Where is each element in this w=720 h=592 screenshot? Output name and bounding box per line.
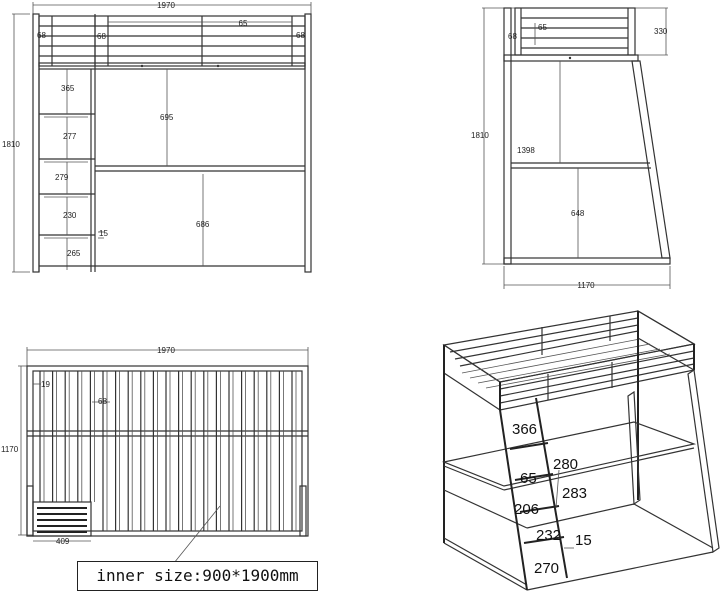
persp-depth-2: 283 <box>562 485 587 502</box>
side-height-dim: 1810 <box>471 131 489 140</box>
top-depth-dim: 1170 <box>1 445 19 454</box>
persp-step-1: 366 <box>512 421 537 438</box>
inner-size-caption: inner size:900*1900mm <box>77 561 318 591</box>
side-rail-height-dim: 330 <box>654 27 668 36</box>
front-view: 1970 1810 65 68 68 68 <box>2 1 312 273</box>
front-height-dim: 1810 <box>2 140 20 149</box>
front-lower-height: 686 <box>196 220 210 229</box>
top-width-dim: 1970 <box>157 346 175 355</box>
front-rail-spacing-right: 68 <box>296 31 305 40</box>
front-width-dim: 1970 <box>157 1 175 10</box>
front-rail-gap-dim: 65 <box>239 19 248 28</box>
front-rung-gap: 15 <box>99 229 108 238</box>
persp-step-3: 206 <box>514 501 539 518</box>
front-ladder-step-1: 365 <box>61 84 75 93</box>
top-slat-spacing-dim: 68 <box>98 397 107 406</box>
front-ladder-step-2: 277 <box>63 132 77 141</box>
persp-depth-1: 280 <box>553 456 578 473</box>
persp-step-2: 65 <box>520 470 537 487</box>
front-ladder-step-5: 265 <box>67 249 81 258</box>
side-depth-dim: 1170 <box>577 281 595 290</box>
top-end-gap-dim: 19 <box>41 380 50 389</box>
front-ladder-step-4: 230 <box>63 211 77 220</box>
front-upper-height: 695 <box>160 113 174 122</box>
front-ladder-step-3: 279 <box>55 173 69 182</box>
persp-step-5: 270 <box>534 560 559 577</box>
persp-rung-gap: 15 <box>575 532 592 549</box>
top-view: 1970 1170 19 68 409 <box>1 346 309 564</box>
front-rail-spacing-left: 68 <box>37 31 46 40</box>
side-view: 1810 330 65 68 1398 648 1170 <box>471 7 671 290</box>
bed-slats <box>39 371 297 531</box>
side-rail-spacing-dim: 68 <box>508 32 517 41</box>
persp-step-4: 232 <box>536 527 561 544</box>
side-desk-height-dim: 1398 <box>517 146 535 155</box>
front-rail-spacing-mid: 68 <box>97 32 106 41</box>
top-ladder-width-dim: 409 <box>56 537 70 546</box>
side-lower-height-dim: 648 <box>571 209 585 218</box>
side-rail-gap-dim: 65 <box>538 23 547 32</box>
perspective-view: 366 65 206 232 270 280 283 15 <box>441 309 720 591</box>
